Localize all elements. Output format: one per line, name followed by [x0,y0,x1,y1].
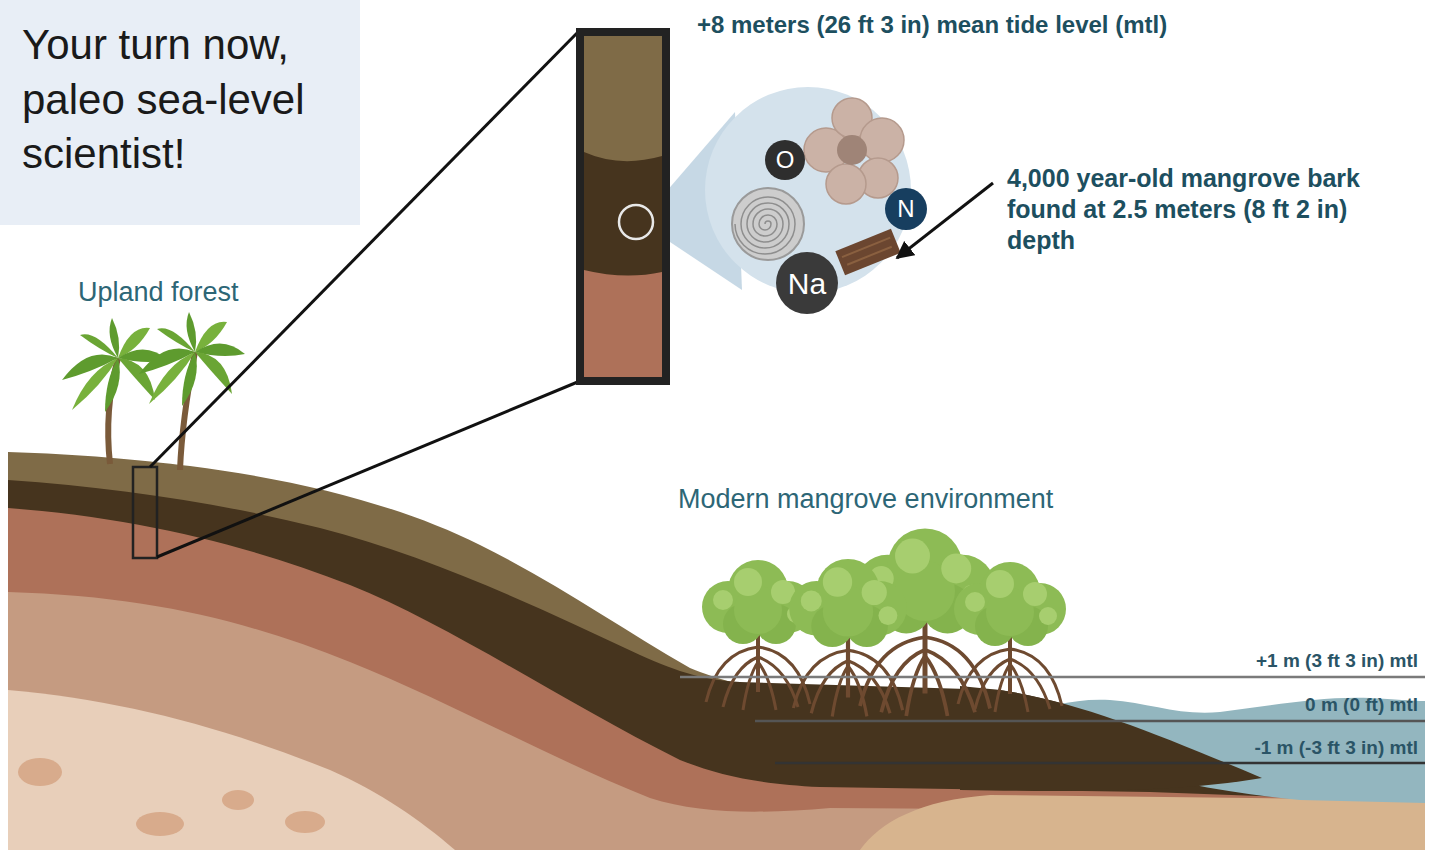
tide-level-label: -1 m (-3 ft 3 in) mtl [1254,737,1418,759]
title-text: Your turn now, paleo sea-level scientist… [22,18,338,182]
sand-layer [860,795,1425,850]
tide-level-label: +1 m (3 ft 3 in) mtl [1256,650,1418,672]
pebble [136,812,184,836]
element-disc [776,252,838,314]
region-label: Modern mangrove environment [678,483,1053,515]
mangrove-tree [702,560,814,710]
element-circle: O [765,140,805,180]
pebble [18,758,62,786]
tide-line [680,676,1425,679]
foraminifera-center [837,135,867,165]
mangrove-mud [960,686,1262,791]
sample-marker [619,205,653,239]
bark-piece [835,229,900,276]
elevation-label: +8 meters (26 ft 3 in) mean tide level (… [697,10,1167,40]
core-peat [584,36,662,276]
pebble [285,811,325,833]
element-circle: Na [776,252,838,314]
mangrove-bark [835,229,900,276]
region-label: Upland forest [78,276,239,308]
mangrove-tree [954,562,1066,712]
core-topsoil [584,36,662,161]
shell-spiral [735,197,795,254]
element-disc [765,140,805,180]
callout-text: 4,000 year-old mangrove bark found at 2.… [1007,163,1377,256]
element-symbol: O [776,147,795,173]
shell [732,188,804,260]
palm-crown [139,312,245,406]
element-disc [885,188,927,230]
bedrock-layer [8,690,455,850]
element-symbol: Na [788,267,826,300]
tide-line [775,762,1425,765]
silt-layer [8,592,1425,850]
core-frame [576,28,670,385]
core-site [133,467,157,558]
title-panel: Your turn now, paleo sea-level scientist… [0,0,360,225]
bark-grain [842,238,894,266]
tide-line [755,720,1425,723]
clay-layer [8,508,1425,850]
tide-level-label: 0 m (0 ft) mtl [1305,694,1418,716]
mangrove-tree [789,559,907,717]
pebble [222,790,254,810]
foraminifera [860,118,904,162]
zoom-line [157,381,580,557]
core-clay [584,36,662,377]
element-symbol: N [897,196,914,222]
foraminifera [826,164,866,204]
element-circle: N [885,188,927,230]
peat-layer [8,480,1425,850]
